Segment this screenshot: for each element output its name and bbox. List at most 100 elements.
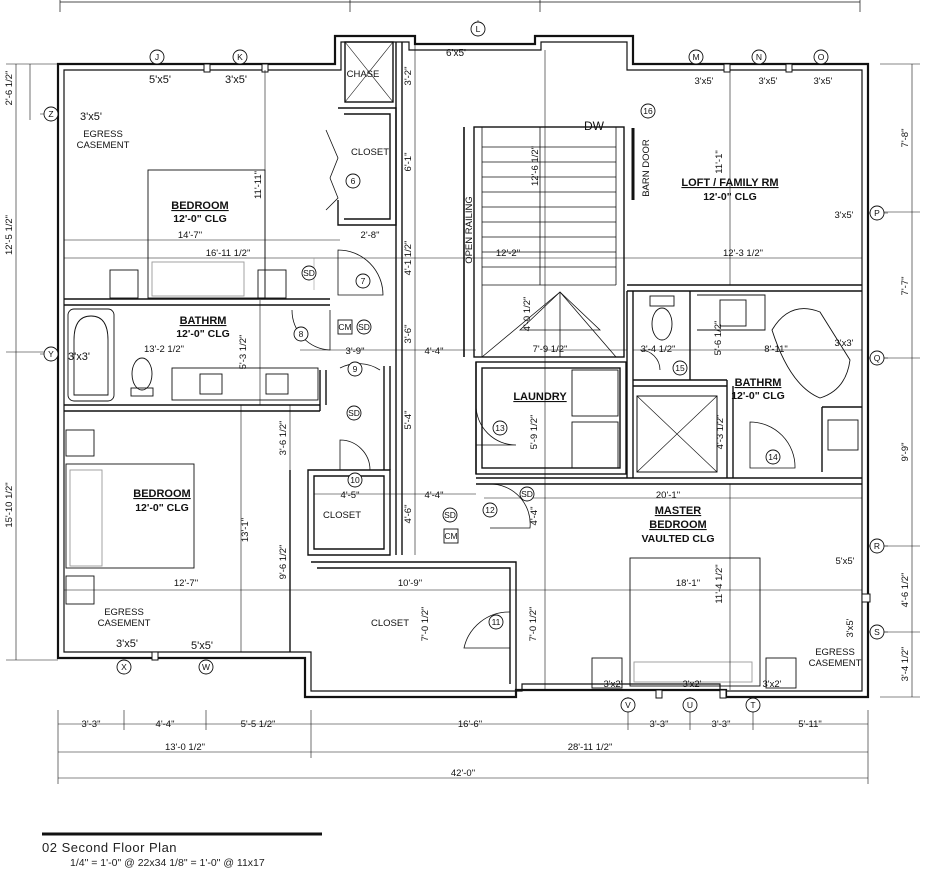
door-tag-16: 16 xyxy=(643,106,653,116)
dimension: 28'-11 1/2" xyxy=(568,742,613,753)
bathrm-e-name: BATHRM xyxy=(735,377,782,389)
dimension: 11'-4 1/2" xyxy=(714,564,725,603)
grid-tag-s: S xyxy=(874,627,880,637)
closet-10-label: CLOSET xyxy=(323,510,361,521)
laundry-name: LAUNDRY xyxy=(513,391,567,403)
casement-sw: CASEMENT xyxy=(98,618,151,629)
door-tags: 6 7 8 9 10 11 12 13 14 15 16 xyxy=(293,103,781,630)
drawing-scale: 1/4" = 1'-0" @ 22x34 1/8" = 1'-0" @ 11x1… xyxy=(70,857,265,869)
egress-nw: EGRESS xyxy=(83,129,123,140)
right-dimension-labels: 7'-8" 7'-7" 9'-9" 4'-6 1/2" 3'-4 1/2" xyxy=(900,129,911,682)
door-tag-11: 11 xyxy=(492,617,501,627)
dimension: 16'-11 1/2" xyxy=(206,248,251,259)
egress-se: EGRESS xyxy=(815,647,855,658)
stair xyxy=(463,127,617,358)
egress-sw: EGRESS xyxy=(104,607,144,618)
dimension: 13'-1" xyxy=(240,518,251,542)
door-tag-10: 10 xyxy=(350,475,360,485)
open-railing-label: OPEN RAILING xyxy=(464,196,475,264)
bedroom-nw-name: BEDROOM xyxy=(171,200,228,212)
window-marks xyxy=(151,63,871,699)
dimension: 3'-6" xyxy=(403,325,414,344)
grid-tag-q: Q xyxy=(874,353,881,363)
dimension: 4'-4" xyxy=(156,719,175,730)
bedroom-sw-clg: 12'-0" CLG xyxy=(135,502,189,514)
door-tag-7: 7 xyxy=(361,276,366,286)
dimension: 3'-4 1/2" xyxy=(900,647,911,682)
bathrm-w-clg: 12'-0" CLG xyxy=(176,328,230,340)
sd-icon: SD xyxy=(521,489,533,499)
window-label: 3'x5' xyxy=(225,74,247,86)
loft-clg: 12'-0" CLG xyxy=(703,191,757,203)
exterior-walls xyxy=(56,34,870,699)
window-labels: 5'x5' 3'x5' 3'x5' 3'x3' 6'x5' 3'x5' 3'x5… xyxy=(68,48,856,690)
bathrm-e-clg: 12'-0" CLG xyxy=(731,390,785,402)
grid-tag-u: U xyxy=(687,700,693,710)
master-name-1: MASTER xyxy=(655,505,702,517)
dimension: 3'-6 1/2" xyxy=(278,421,289,456)
door-tag-9: 9 xyxy=(353,364,358,374)
cm-icon: CM xyxy=(338,322,351,332)
sd-icon: SD xyxy=(348,408,360,418)
window-label: 3'x5' xyxy=(695,76,714,87)
smoke-detectors: SD SD CM SD SD CM SD xyxy=(301,265,535,544)
door-swings xyxy=(291,129,796,649)
sd-icon: SD xyxy=(358,322,370,332)
window-label: 5'x5' xyxy=(191,640,213,652)
exterior-dimension-lines xyxy=(6,63,920,784)
dimension: 4'-4" xyxy=(425,490,444,501)
dimension: 9'-9" xyxy=(900,443,911,462)
dimension: 4'-6 1/2" xyxy=(900,573,911,608)
dimension: 11'-11" xyxy=(253,171,264,199)
window-label: 3'x5' xyxy=(759,76,778,87)
dimension: 3'-3" xyxy=(650,719,669,730)
grid-tag-v: V xyxy=(625,700,631,710)
window-label: 3'x2' xyxy=(604,679,623,690)
window-label: 3'x5' xyxy=(116,638,138,650)
dimension: 5'-3 1/2" xyxy=(238,335,249,370)
dimension: 4'-3 1/2" xyxy=(715,415,726,450)
dimension: 7'-9 1/2" xyxy=(533,344,568,355)
grid-tag-w: W xyxy=(202,662,210,672)
grid-tag-o: O xyxy=(818,52,825,62)
left-dimension-labels: 2'-6 1/2" 12'-5 1/2" 15'-10 1/2" xyxy=(4,71,15,528)
casement-nw: CASEMENT xyxy=(77,140,130,151)
bathrm-w-name: BATHRM xyxy=(180,315,227,327)
door-tag-15: 15 xyxy=(675,363,685,373)
dimension: 12'-3 1/2" xyxy=(723,248,763,259)
dimension: 7'-0 1/2" xyxy=(528,607,539,642)
dimension: 12'-6 1/2" xyxy=(530,146,541,186)
dimension: 4'-1 1/2" xyxy=(403,241,414,276)
bedroom-nw-clg: 12'-0" CLG xyxy=(173,213,227,225)
window-label: 5'x5' xyxy=(149,74,171,86)
dimension: 4'-5" xyxy=(341,490,360,501)
dimension: 9'-6 1/2" xyxy=(278,545,289,580)
door-tag-14: 14 xyxy=(768,452,778,462)
dimension: 3'-2" xyxy=(403,67,414,86)
grid-tag-n: N xyxy=(756,52,762,62)
dimension: 5'-9 1/2" xyxy=(529,415,540,450)
dimension: 13'-2 1/2" xyxy=(144,344,184,355)
dimension: 3'-3" xyxy=(712,719,731,730)
window-label: 3'x5' xyxy=(845,618,856,637)
door-tag-13: 13 xyxy=(495,423,505,433)
dimension: 5'-11" xyxy=(798,719,822,730)
grid-tag-m: M xyxy=(692,52,699,62)
drawing-title: 02 Second Floor Plan xyxy=(42,840,178,855)
dimension: 6'-1" xyxy=(403,153,414,172)
closet-6-label: CLOSET xyxy=(351,147,389,158)
grid-tag-z: Z xyxy=(48,109,53,119)
casement-se: CASEMENT xyxy=(809,658,862,669)
sd-icon: SD xyxy=(444,510,456,520)
grid-tag-y: Y xyxy=(48,349,54,359)
dimension: 7'-0 1/2" xyxy=(420,607,431,642)
barn-door-label: BARN DOOR xyxy=(641,139,652,197)
door-tag-6: 6 xyxy=(351,176,356,186)
window-label: 6'x5' xyxy=(446,48,466,59)
window-label: 3'x2' xyxy=(763,679,782,690)
window-label: 3'x3' xyxy=(835,338,854,349)
grid-tag-k: K xyxy=(237,52,243,62)
dimension: 14'-7" xyxy=(178,230,202,241)
loft-name: LOFT / FAMILY RM xyxy=(681,177,778,189)
